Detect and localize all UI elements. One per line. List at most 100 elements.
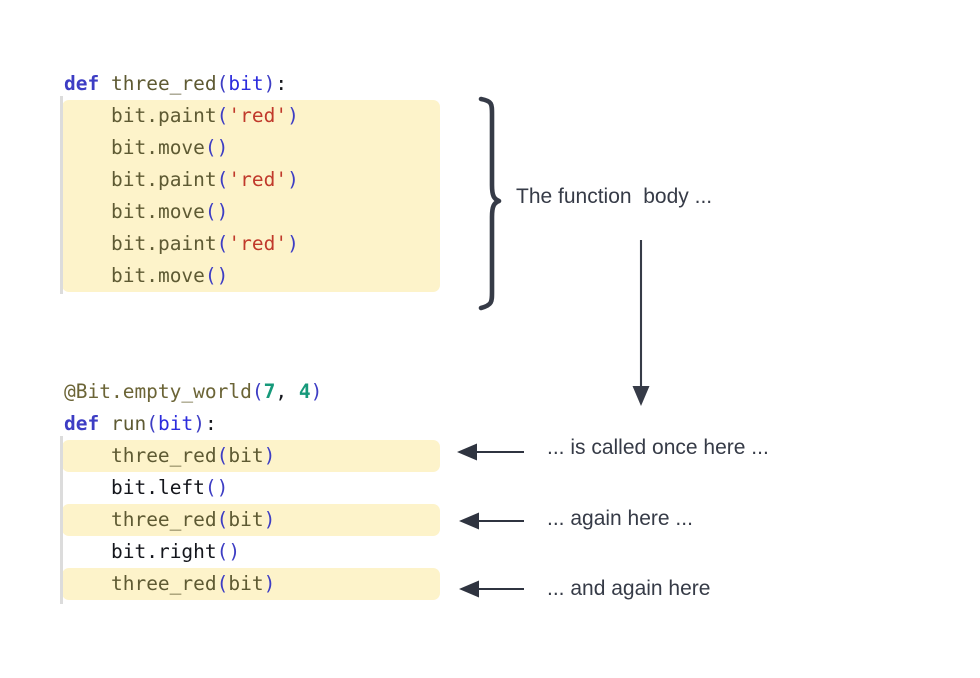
code-token: ) (263, 444, 276, 467)
code-token (64, 200, 111, 223)
code-line: three_red(bit) (60, 440, 440, 472)
code-token: bit (228, 444, 264, 467)
code-token: bit (110, 540, 147, 563)
code-token: right (157, 540, 217, 563)
code-line-text: @Bit.empty_world(7, 4) (60, 376, 440, 408)
code-token: ) (287, 104, 299, 127)
code-token: () (204, 200, 229, 223)
code-line-highlight (62, 504, 440, 536)
code-token (64, 444, 111, 467)
code-token: . (146, 136, 158, 159)
code-token (64, 264, 111, 287)
code-line: three_red(bit) (60, 504, 440, 536)
code-token: bit (110, 168, 147, 191)
code-token: () (204, 264, 229, 287)
code-token: , (275, 380, 288, 403)
code-token: @Bit.empty_world (64, 380, 252, 403)
code-token: bit (228, 572, 264, 595)
annotation-and-again-here: ... and again here (547, 577, 711, 600)
code-line: def run(bit): (60, 408, 440, 440)
code-token: bit (110, 104, 147, 127)
code-token (287, 380, 299, 403)
code-token: paint (157, 168, 217, 191)
code-token: 7 (263, 380, 276, 403)
code-token: three_red (110, 72, 217, 95)
code-token (64, 232, 111, 255)
code-token: ( (216, 444, 229, 467)
code-token: bit (110, 232, 147, 255)
code-line: bit.right() (60, 536, 440, 568)
code-token: ) (287, 232, 299, 255)
code-block-run-function: @Bit.empty_world(7, 4)def run(bit): thre… (60, 376, 440, 604)
code-token: bit (228, 72, 264, 95)
code-token: bit (110, 476, 147, 499)
code-token: ) (263, 508, 276, 531)
code-line-highlight (62, 228, 440, 260)
code-token (99, 72, 111, 95)
code-token: ( (216, 168, 229, 191)
code-token: . (146, 104, 158, 127)
code-token: : (275, 72, 288, 95)
code-line: def three_red(bit): (60, 68, 440, 100)
code-token (64, 136, 111, 159)
code-line-text: three_red(bit) (60, 504, 440, 536)
annotation-called-once-here: ... is called once here ... (547, 436, 769, 459)
code-token: ) (263, 72, 276, 95)
code-line-text: bit.paint('red') (60, 164, 440, 196)
code-token: bit (157, 412, 194, 435)
code-token: . (146, 232, 158, 255)
code-line: bit.paint('red') (60, 228, 440, 260)
code-token: bit (110, 136, 147, 159)
code-token: 4 (298, 380, 311, 403)
code-token: def (64, 72, 100, 95)
code-line-highlight (62, 196, 440, 228)
code-line-highlight (62, 260, 440, 292)
code-token: . (146, 264, 158, 287)
code-token: 'red' (228, 232, 288, 255)
code-line-highlight (62, 568, 440, 600)
code-line: bit.move() (60, 132, 440, 164)
left-arrow-icon-again (459, 512, 524, 530)
code-token: bit (110, 264, 147, 287)
code-line-highlight (62, 164, 440, 196)
code-block-three-red-definition: def three_red(bit): bit.paint('red') bit… (60, 68, 440, 294)
code-line: three_red(bit) (60, 568, 440, 600)
code-token: ( (216, 104, 229, 127)
code-line: bit.move() (60, 260, 440, 292)
code-line: @Bit.empty_world(7, 4) (60, 376, 440, 408)
code-token (64, 508, 111, 531)
code-token: bit (110, 200, 147, 223)
down-arrow-icon (632, 240, 650, 406)
code-line-highlight (62, 440, 440, 472)
code-token: . (146, 476, 158, 499)
code-line: bit.paint('red') (60, 164, 440, 196)
code-line-text: def three_red(bit): (60, 68, 440, 100)
code-token: ) (193, 412, 205, 435)
code-token: three_red (110, 572, 217, 595)
code-token: three_red (110, 508, 217, 531)
code-token: . (146, 168, 158, 191)
code-token (64, 540, 111, 563)
code-gutter-stripe (60, 436, 63, 604)
code-line-text: bit.move() (60, 132, 440, 164)
code-line-text: bit.right() (60, 536, 440, 568)
code-token: ) (263, 572, 276, 595)
code-token: ) (310, 380, 323, 403)
right-curly-brace-icon (478, 96, 502, 311)
annotation-again-here: ... again here ... (547, 507, 693, 530)
code-token: 'red' (228, 168, 288, 191)
code-token: ( (251, 380, 264, 403)
code-line-highlight (62, 132, 440, 164)
code-token: left (157, 476, 205, 499)
code-line: bit.left() (60, 472, 440, 504)
code-token: () (216, 540, 241, 563)
code-line-text: three_red(bit) (60, 568, 440, 600)
code-token: three_red (110, 444, 217, 467)
code-token (64, 104, 111, 127)
code-token (64, 476, 111, 499)
code-token: def (64, 412, 100, 435)
code-token: . (146, 540, 158, 563)
code-token: ( (216, 72, 229, 95)
code-token: ( (216, 508, 229, 531)
code-token: () (204, 476, 229, 499)
